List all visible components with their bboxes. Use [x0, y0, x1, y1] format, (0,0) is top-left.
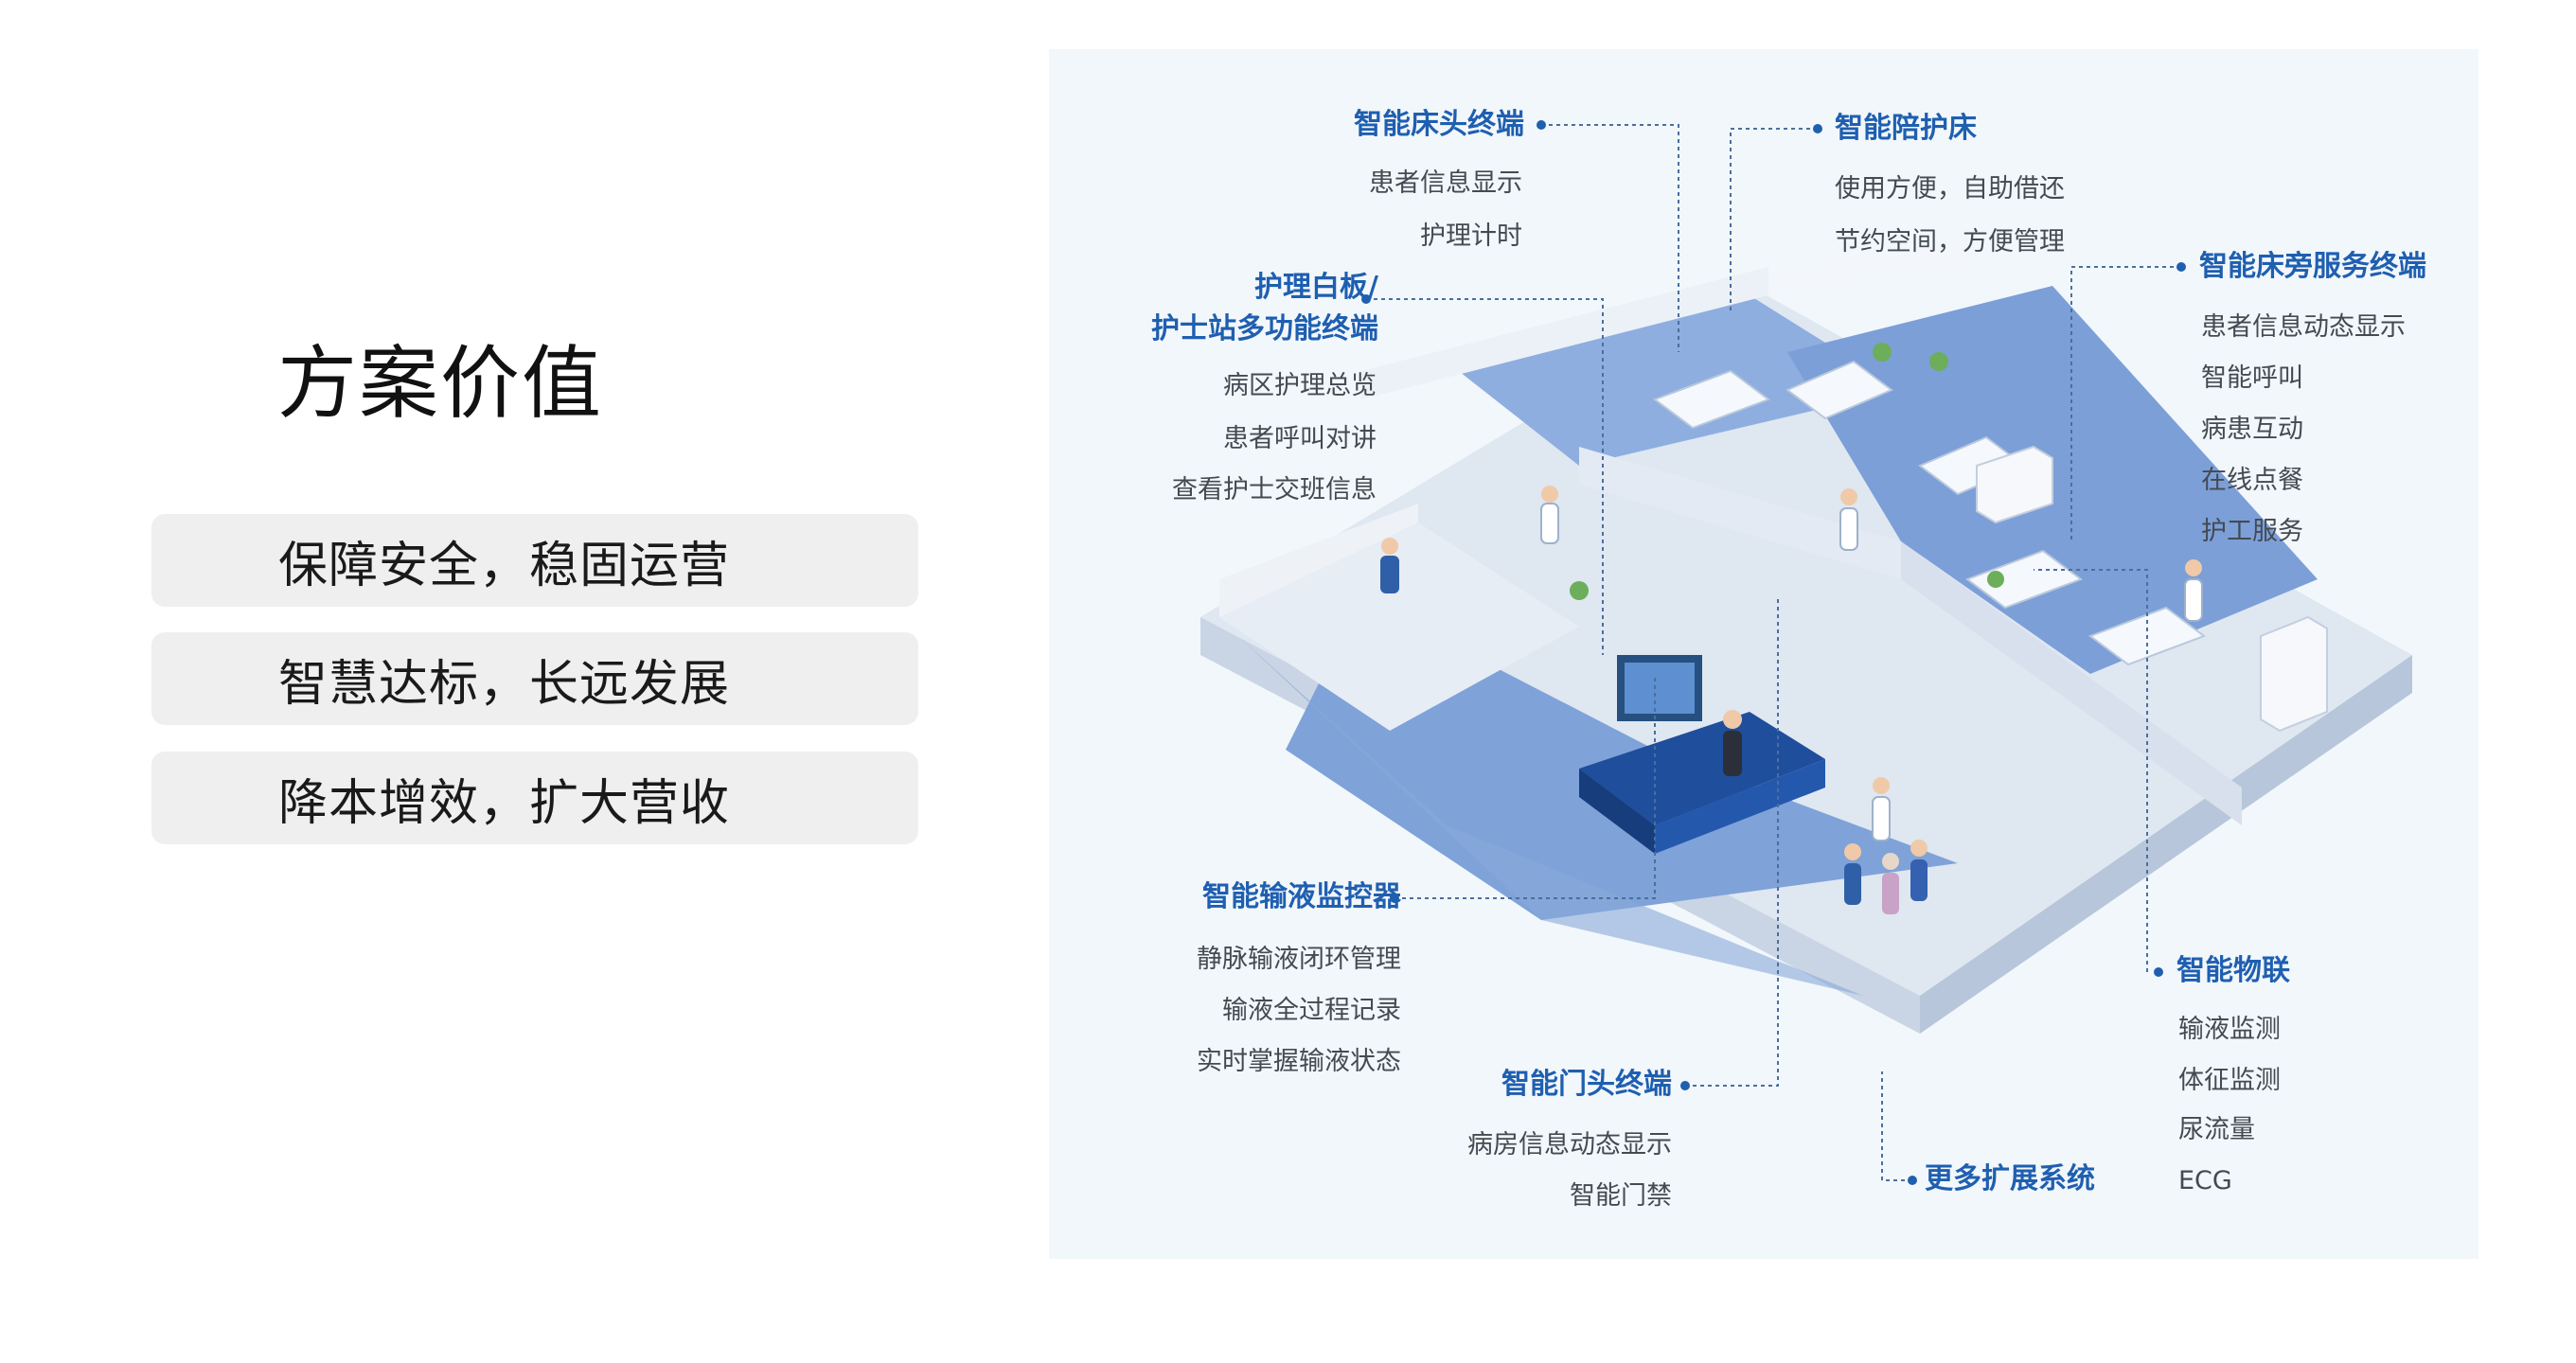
whiteboard-item: 查看护士交班信息	[1172, 475, 1377, 504]
infusion-monitor-item: 输液全过程记录	[1222, 996, 1401, 1025]
more-systems-label: 更多扩展系统	[1925, 1162, 2095, 1195]
bedside-service-item: 智能呼叫	[2201, 363, 2303, 393]
value-card-label: 智慧达标，长远发展	[278, 655, 731, 713]
value-card-development: 智慧达标，长远发展	[151, 632, 918, 725]
bedside-service-label: 智能床旁服务终端	[2199, 250, 2426, 283]
infusion-monitor-item: 静脉输液闭环管理	[1197, 945, 1401, 974]
companion-bed-item: 使用方便，自助借还	[1835, 174, 2065, 204]
infusion-monitor-item: 实时掌握输液状态	[1197, 1047, 1401, 1076]
companion-bed-item: 节约空间，方便管理	[1835, 227, 2065, 257]
bedside-terminal-label: 智能床头终端	[1354, 108, 1524, 141]
iot-item: ECG	[2178, 1166, 2232, 1195]
page-title: 方案价值	[277, 337, 604, 430]
iot-item: 体征监测	[2178, 1066, 2281, 1095]
value-card-label: 降本增效，扩大营收	[278, 774, 731, 832]
bedside-service-item: 病患互动	[2201, 415, 2303, 444]
whiteboard-item: 病区护理总览	[1223, 371, 1377, 400]
companion-bed-label: 智能陪护床	[1835, 112, 1977, 145]
ward-diagram-panel: 智能床头终端 患者信息显示 护理计时 智能陪护床 使用方便，自助借还 节约空间，…	[1049, 49, 2478, 1259]
bedside-service-item: 在线点餐	[2201, 466, 2303, 495]
bedside-terminal-item: 护理计时	[1420, 221, 1522, 251]
iot-item: 输液监测	[2178, 1015, 2281, 1044]
infusion-monitor-label: 智能输液监控器	[1202, 880, 1401, 913]
value-card-safety: 保障安全，稳固运营	[151, 514, 918, 607]
bedside-service-item: 患者信息动态显示	[2201, 312, 2406, 342]
door-terminal-label: 智能门头终端	[1501, 1068, 1672, 1101]
bedside-service-item: 护工服务	[2201, 517, 2303, 546]
value-card-label: 保障安全，稳固运营	[278, 537, 731, 594]
iot-item: 尿流量	[2178, 1115, 2255, 1144]
whiteboard-label-line2: 护士站多功能终端	[1151, 312, 1378, 345]
whiteboard-item: 患者呼叫对讲	[1223, 424, 1377, 453]
bedside-terminal-item: 患者信息显示	[1369, 168, 1522, 198]
whiteboard-label-line1: 护理白板/	[1254, 271, 1378, 304]
value-card-revenue: 降本增效，扩大营收	[151, 752, 918, 844]
door-terminal-item: 病房信息动态显示	[1467, 1130, 1672, 1159]
ward-illustration	[1200, 120, 2412, 1185]
door-terminal-item: 智能门禁	[1570, 1181, 1672, 1211]
iot-label: 智能物联	[2176, 954, 2290, 987]
